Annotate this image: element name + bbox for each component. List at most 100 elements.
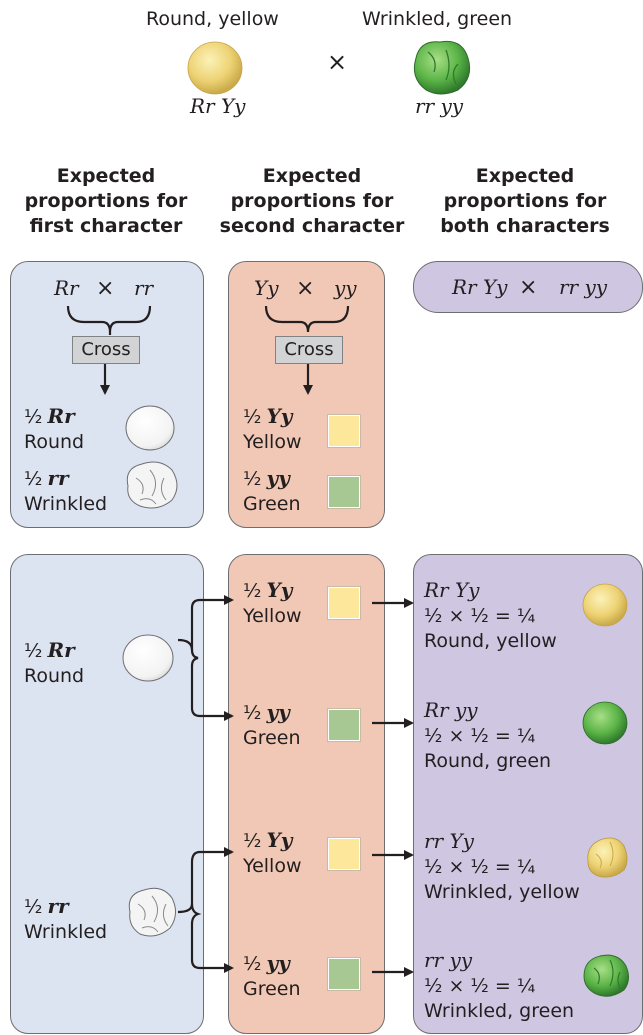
col2-cross-label: Cross (275, 336, 343, 364)
phenotype: Wrinkled, green (424, 1000, 575, 1022)
header-line: proportions for (230, 190, 394, 212)
fraction: ½ (24, 640, 43, 662)
header-line: first character (29, 215, 183, 237)
phenotype: Round (24, 665, 85, 687)
genotype: Yy (266, 828, 293, 852)
col3-result-wrinkled-green: rr yy ½ × ½ = ¼ Wrinkled, green (424, 948, 574, 1024)
col1-top-row-rr-wrinkled: ½ rr Wrinkled (24, 466, 107, 517)
col3-cross-right: rr yy (559, 275, 608, 299)
green-swatch (328, 958, 360, 990)
green-swatch (328, 476, 360, 508)
wrinkled-green-parent-pea-icon (413, 40, 471, 95)
parent-cross-symbol: × (327, 48, 347, 76)
wrinkled-branch-brace (177, 847, 234, 973)
probability-calc: ½ × ½ = ¼ (424, 605, 536, 627)
fraction: ½ (243, 830, 262, 852)
col2-cross-symbol: × (296, 276, 315, 301)
genotype: rr Yy (424, 829, 474, 853)
round-pea-icon (125, 405, 175, 451)
genotype: yy (266, 466, 290, 490)
col2-bottom-row-green-1: ½ yy Green (243, 700, 301, 751)
round-green-pea-icon (582, 701, 628, 745)
genotype: Rr (47, 404, 75, 428)
col2-cross-left: Yy (254, 276, 279, 300)
phenotype: Yellow (243, 605, 302, 627)
col2-top-row-yy-green: ½ yy Green (243, 466, 301, 517)
fraction: ½ (243, 406, 262, 428)
parent-right-genotype: rr yy (415, 94, 464, 118)
genotype: Rr yy (424, 698, 478, 722)
genotype: rr yy (424, 948, 473, 972)
round-branch-brace (177, 595, 234, 721)
fraction: ½ (24, 406, 43, 428)
col2-bracket (264, 305, 350, 395)
fraction: ½ (243, 953, 262, 975)
genotype: rr (47, 466, 69, 490)
wrinkled-pea-icon (126, 461, 178, 509)
phenotype: Green (243, 727, 301, 749)
genotype: rr (47, 894, 69, 918)
probability-calc: ½ × ½ = ¼ (424, 725, 536, 747)
genotype: Rr (47, 638, 75, 662)
phenotype: Yellow (243, 431, 302, 453)
probability-calc: ½ × ½ = ¼ (424, 975, 536, 997)
header-line: proportions for (24, 190, 188, 212)
header-line: Expected (262, 165, 362, 187)
genotype: Yy (266, 578, 293, 602)
parent-right-label: Wrinkled, green (362, 8, 513, 30)
col1-cross-left: Rr (54, 276, 79, 300)
col3-result-wrinkled-yellow: rr Yy ½ × ½ = ¼ Wrinkled, yellow (424, 829, 580, 905)
col1-top-row-rr-round: ½ Rr Round (24, 404, 84, 455)
green-swatch (328, 709, 360, 741)
result-arrows (372, 598, 414, 977)
col2-bottom-row-green-2: ½ yy Green (243, 951, 301, 1002)
col3-cross-symbol: × (519, 275, 538, 300)
fraction: ½ (243, 468, 262, 490)
col1-cross-right: rr (134, 276, 154, 300)
phenotype: Round, yellow (424, 630, 557, 652)
fraction: ½ (243, 702, 262, 724)
genotype: Rr Yy (424, 578, 480, 602)
fraction: ½ (24, 468, 43, 490)
phenotype: Green (243, 493, 301, 515)
header-line: Expected (56, 165, 156, 187)
col1-bottom-row-wrinkled: ½ rr Wrinkled (24, 894, 107, 945)
phenotype: Green (243, 978, 301, 1000)
header-both-characters: Expected proportions for both characters (425, 164, 625, 239)
col2-cross-right: yy (334, 276, 357, 300)
phenotype: Wrinkled (24, 493, 108, 515)
yellow-swatch (328, 587, 360, 619)
genotype: yy (266, 951, 290, 975)
yellow-swatch (328, 415, 360, 447)
phenotype: Round, green (424, 750, 552, 772)
yellow-swatch (328, 838, 360, 870)
fraction: ½ (243, 580, 262, 602)
round-pea-icon (122, 634, 174, 682)
col2-top-row-yy-yellow: ½ Yy Yellow (243, 404, 302, 455)
header-line: second character (219, 215, 405, 237)
col1-bracket (66, 305, 152, 395)
phenotype: Round (24, 431, 85, 453)
wrinkled-pea-icon (128, 887, 176, 937)
phenotype: Wrinkled, yellow (424, 881, 580, 903)
col2-bottom-row-yellow-2: ½ Yy Yellow (243, 828, 302, 879)
round-yellow-parent-pea-icon (187, 41, 243, 95)
fraction: ½ (24, 896, 43, 918)
parent-left-genotype: Rr Yy (190, 94, 246, 118)
col3-result-round-green: Rr yy ½ × ½ = ¼ Round, green (424, 698, 551, 774)
probability-calc: ½ × ½ = ¼ (424, 856, 536, 878)
col1-bottom-row-round: ½ Rr Round (24, 638, 84, 689)
header-second-character: Expected proportions for second characte… (212, 164, 412, 239)
col1-cross-label: Cross (72, 336, 140, 364)
col2-bottom-row-yellow-1: ½ Yy Yellow (243, 578, 302, 629)
genotype: yy (266, 700, 290, 724)
phenotype: Yellow (243, 855, 302, 877)
wrinkled-yellow-pea-icon (587, 837, 628, 878)
header-line: proportions for (443, 190, 607, 212)
header-line: both characters (440, 215, 610, 237)
round-yellow-pea-icon (582, 583, 628, 627)
parent-left-label: Round, yellow (146, 8, 279, 30)
header-first-character: Expected proportions for first character (6, 164, 206, 239)
genotype: Yy (266, 404, 293, 428)
